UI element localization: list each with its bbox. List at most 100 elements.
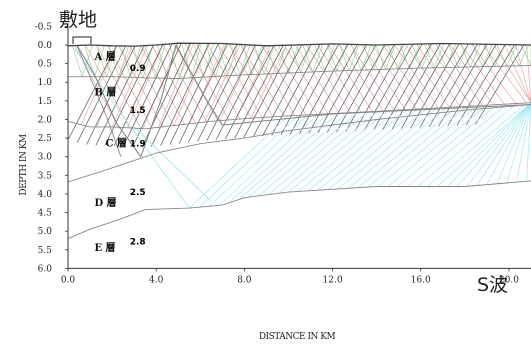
ray-layer-c xyxy=(475,44,525,125)
ray-layer-b xyxy=(127,44,164,128)
ray-layer-b xyxy=(173,43,210,126)
ray-layer-c xyxy=(76,45,127,143)
ray-layer-c xyxy=(104,44,154,146)
layer-name: E 層 xyxy=(94,242,115,254)
layer-name: D 層 xyxy=(94,197,116,209)
layer-velocity: 2.8 xyxy=(130,238,146,248)
ray-layer-c xyxy=(225,45,275,139)
y-tick-label: 3.0 xyxy=(38,153,53,163)
y-tick-label: 3.5 xyxy=(38,171,53,181)
ray-layer-d xyxy=(437,102,531,187)
ray-layer-c xyxy=(308,44,358,134)
ray-layer-c xyxy=(326,44,377,133)
ray-layer-d xyxy=(496,102,531,184)
ray-layer-b xyxy=(129,45,175,126)
ray-layer-b xyxy=(416,43,461,107)
ray-layer-c xyxy=(262,44,312,137)
ray-layer-d xyxy=(387,104,488,187)
ray-layer-c xyxy=(447,44,497,127)
ray-layer-b xyxy=(383,44,428,109)
layer-boundary xyxy=(67,102,531,130)
y-tick-label: 2.5 xyxy=(38,134,53,144)
ray-layer-d xyxy=(427,102,527,187)
y-tick-label: -0.5 xyxy=(35,22,53,32)
ray-layer-c xyxy=(197,44,247,142)
ray-layer-c xyxy=(95,45,145,146)
ray-layer-d xyxy=(238,112,339,200)
x-tick-label: 20.0 xyxy=(499,275,519,285)
ray-layer-c xyxy=(86,45,136,145)
wave-label: S波 xyxy=(477,274,508,296)
ray-layer-b xyxy=(349,44,395,111)
y-tick-label: 6.0 xyxy=(38,264,53,274)
ray-layer-c xyxy=(160,43,210,146)
ray-layer-b xyxy=(360,44,406,110)
ray-layer-c xyxy=(465,44,515,126)
ray-layer-c xyxy=(188,44,238,143)
ray-layer-c xyxy=(252,44,303,137)
ray-layer-c xyxy=(336,44,386,133)
layer-name: C 層 xyxy=(105,137,126,149)
ray-layer-b xyxy=(338,43,384,112)
ray-layer-b xyxy=(228,43,274,117)
x-tick-label: 0.0 xyxy=(61,275,76,285)
wavefront-line xyxy=(76,44,177,158)
ray-layer-c xyxy=(113,44,164,146)
ray-layer-d xyxy=(407,103,507,187)
ray-layer-c xyxy=(410,43,460,129)
ray-layer-d xyxy=(367,106,468,188)
ray-layer-d xyxy=(506,102,531,184)
ray-layer-d xyxy=(456,102,531,187)
ray-layer-c xyxy=(132,43,182,147)
ray-layer-c xyxy=(169,43,219,145)
y-tick-label: 0.5 xyxy=(38,60,53,70)
ray-layer-c xyxy=(438,44,488,127)
ray-layer-b xyxy=(283,45,329,114)
ray-layer-d xyxy=(298,109,398,192)
ray-layer-b xyxy=(151,45,197,124)
layer-boundary xyxy=(67,180,531,240)
ray-layer-d xyxy=(357,106,458,188)
ray-layer-c xyxy=(150,43,201,147)
y-tick-label: 0.0 xyxy=(38,41,53,51)
ray-layer-b xyxy=(235,45,272,120)
ray-layer-b xyxy=(261,45,307,116)
ray-layer-b xyxy=(219,45,256,121)
ray-layer-d xyxy=(417,103,517,187)
x-axis-label: DISTANCE IN KM xyxy=(259,332,336,342)
ray-paths xyxy=(67,43,531,209)
ray-layer-b xyxy=(250,45,287,119)
ray-layer-d xyxy=(248,112,349,198)
ray-layer-d xyxy=(308,109,408,192)
ray-layer-b xyxy=(526,44,531,103)
x-tick-label: 16.0 xyxy=(411,275,431,285)
ray-layer-b xyxy=(184,43,230,121)
ray-layer-c xyxy=(271,44,321,136)
layer-boundary xyxy=(67,104,531,183)
y-tick-label: 4.5 xyxy=(38,209,53,219)
ray-layer-d xyxy=(198,115,299,208)
wavefront-line xyxy=(175,44,531,126)
y-tick-label: 1.5 xyxy=(38,97,53,107)
ray-layer-b xyxy=(394,44,439,109)
ray-layer-d xyxy=(397,104,498,187)
ray-layer-d xyxy=(446,102,531,187)
ray-layer-d xyxy=(189,115,289,209)
ray-layer-c xyxy=(456,44,506,126)
ray-layer-d xyxy=(288,110,388,193)
site-bracket xyxy=(72,36,92,44)
layer-name: A 層 xyxy=(93,51,115,63)
y-tick-label: 1.0 xyxy=(38,78,53,88)
ray-layer-b xyxy=(239,44,285,117)
x-tick-label: 12.0 xyxy=(323,275,343,285)
ray-layer-d xyxy=(228,113,329,204)
ray-layer-d xyxy=(377,105,478,187)
ray-layer-d xyxy=(516,102,531,183)
ray-layer-b xyxy=(85,45,131,129)
wavefront-line xyxy=(76,44,122,157)
ray-layer-b xyxy=(206,43,252,119)
ray-layer-d xyxy=(476,102,531,186)
ground-surface xyxy=(67,42,531,47)
ray-layer-b xyxy=(250,44,296,116)
